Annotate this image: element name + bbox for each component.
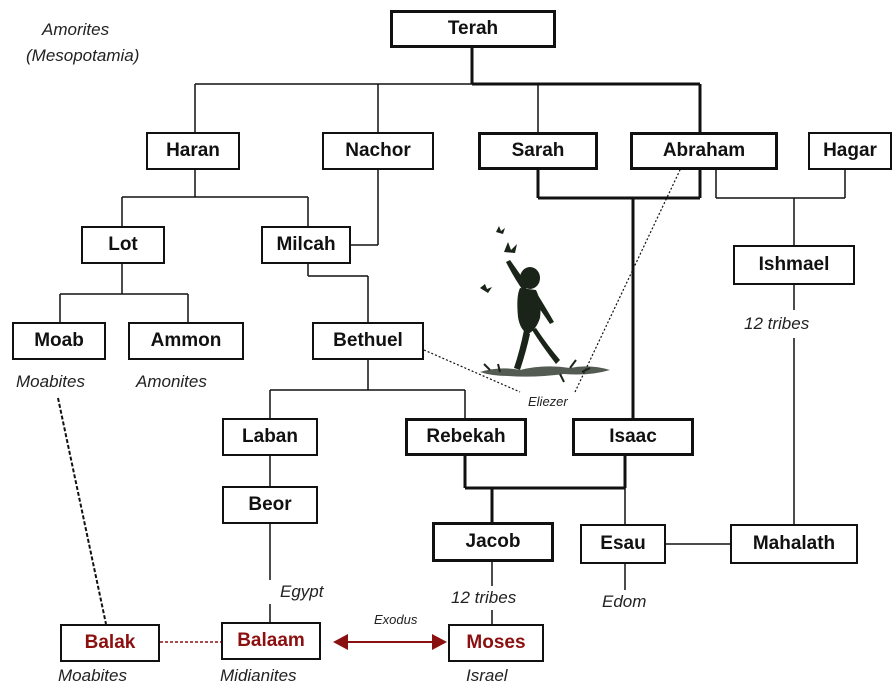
node-milcah: Milcah: [261, 226, 351, 264]
node-ishmael: Ishmael: [733, 245, 855, 285]
label-ishmael-tribes: 12 tribes: [744, 314, 810, 333]
node-laban: Laban: [222, 418, 318, 456]
node-rebekah: Rebekah: [405, 418, 527, 456]
label-moabites-bottom: Moabites: [58, 666, 127, 685]
node-hagar: Hagar: [808, 132, 892, 170]
child-silhouette-icon: [480, 226, 610, 383]
label-jacob-tribes: 12 tribes: [451, 588, 517, 607]
node-moab: Moab: [12, 322, 106, 360]
node-balak: Balak: [60, 624, 160, 662]
node-haran: Haran: [146, 132, 240, 170]
region-label-line1: Amorites: [42, 20, 110, 39]
label-egypt: Egypt: [280, 582, 324, 601]
label-israel: Israel: [466, 666, 508, 685]
label-moabites-top: Moabites: [16, 372, 85, 391]
label-eliezer: Eliezer: [528, 394, 568, 409]
label-amonites: Amonites: [136, 372, 207, 391]
node-esau: Esau: [580, 524, 666, 564]
node-bethuel: Bethuel: [312, 322, 424, 360]
label-edom: Edom: [602, 592, 647, 611]
node-terah: Terah: [390, 10, 556, 48]
node-lot: Lot: [81, 226, 165, 264]
label-exodus: Exodus: [374, 612, 418, 627]
node-jacob: Jacob: [432, 522, 554, 562]
label-midianites: Midianites: [220, 666, 297, 685]
node-nachor: Nachor: [322, 132, 434, 170]
node-moses: Moses: [448, 624, 544, 662]
node-isaac: Isaac: [572, 418, 694, 456]
region-label-line2: (Mesopotamia): [26, 46, 140, 65]
node-balaam: Balaam: [221, 622, 321, 660]
node-abraham: Abraham: [630, 132, 778, 170]
node-ammon: Ammon: [128, 322, 244, 360]
node-mahalath: Mahalath: [730, 524, 858, 564]
node-beor: Beor: [222, 486, 318, 524]
node-sarah: Sarah: [478, 132, 598, 170]
